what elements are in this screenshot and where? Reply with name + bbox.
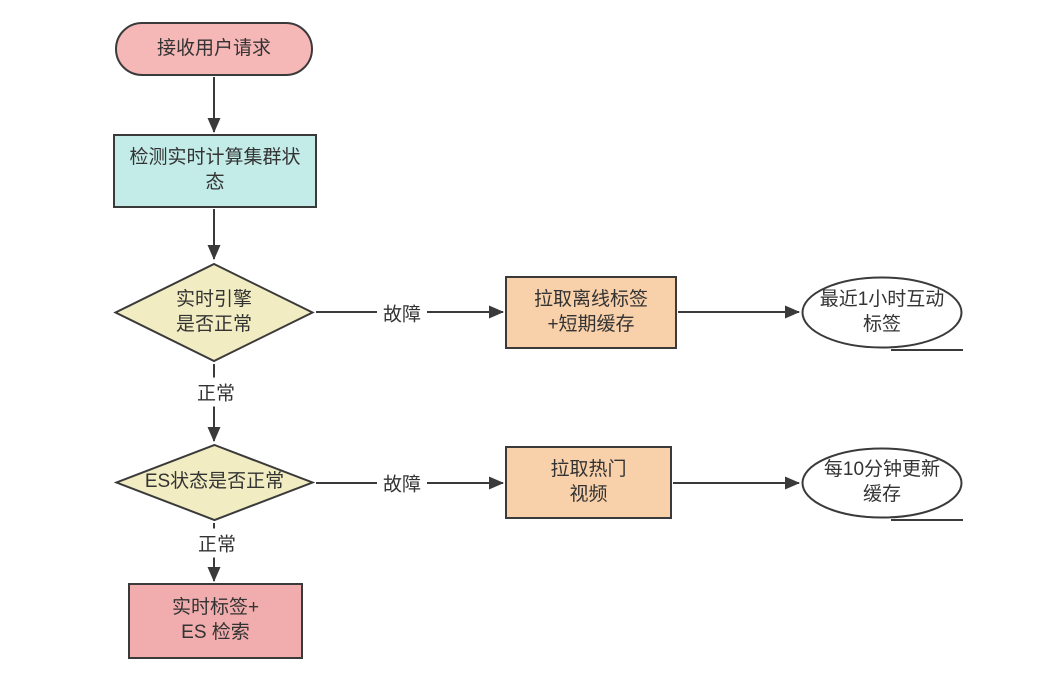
es-status-decision-label: ES状态是否正常 (144, 471, 285, 493)
pull-offline-tags-node: 拉取离线标签 +短期缓存 (505, 276, 677, 349)
pull-hot-videos-label: 拉取热门 视频 (550, 458, 627, 505)
realtime-es-retrieval-node: 实时标签+ ES 检索 (128, 583, 303, 659)
recent-interaction-tags-node: 最近1小时互动 标签 (801, 276, 963, 349)
start-node-label: 接收用户请求 (156, 37, 271, 59)
pull-offline-tags-label: 拉取离线标签 +短期缓存 (533, 288, 648, 335)
ellipse-shape (801, 276, 963, 349)
edge-label-fault-2: 故障 (376, 468, 428, 498)
start-node: 接收用户请求 (115, 22, 313, 76)
ellipse-shape (801, 447, 963, 519)
cache-update-node: 每10分钟更新 缓存 (801, 447, 963, 519)
realtime-engine-decision-node: 实时引擎 是否正常 (113, 262, 315, 363)
realtime-engine-decision-label: 实时引擎 是否正常 (175, 288, 252, 335)
realtime-es-retrieval-label: 实时标签+ ES 检索 (171, 597, 260, 643)
detect-cluster-status-node: 检测实时计算集群状 态 (113, 134, 317, 208)
cache-update-label: 每10分钟更新 缓存 (823, 459, 941, 505)
diamond-shape (113, 262, 315, 363)
detect-cluster-status-label: 检测实时计算集群状 态 (129, 147, 301, 193)
pull-hot-videos-node: 拉取热门 视频 (505, 446, 672, 519)
edge-label-fault-1: 故障 (376, 298, 428, 328)
recent-interaction-tags-label: 最近1小时互动 标签 (819, 288, 945, 335)
diamond-shape (114, 443, 315, 522)
es-status-decision-node: ES状态是否正常 (114, 443, 315, 522)
edge-label-normal-2: 正常 (191, 528, 243, 558)
edge-label-normal-1: 正常 (190, 377, 242, 407)
